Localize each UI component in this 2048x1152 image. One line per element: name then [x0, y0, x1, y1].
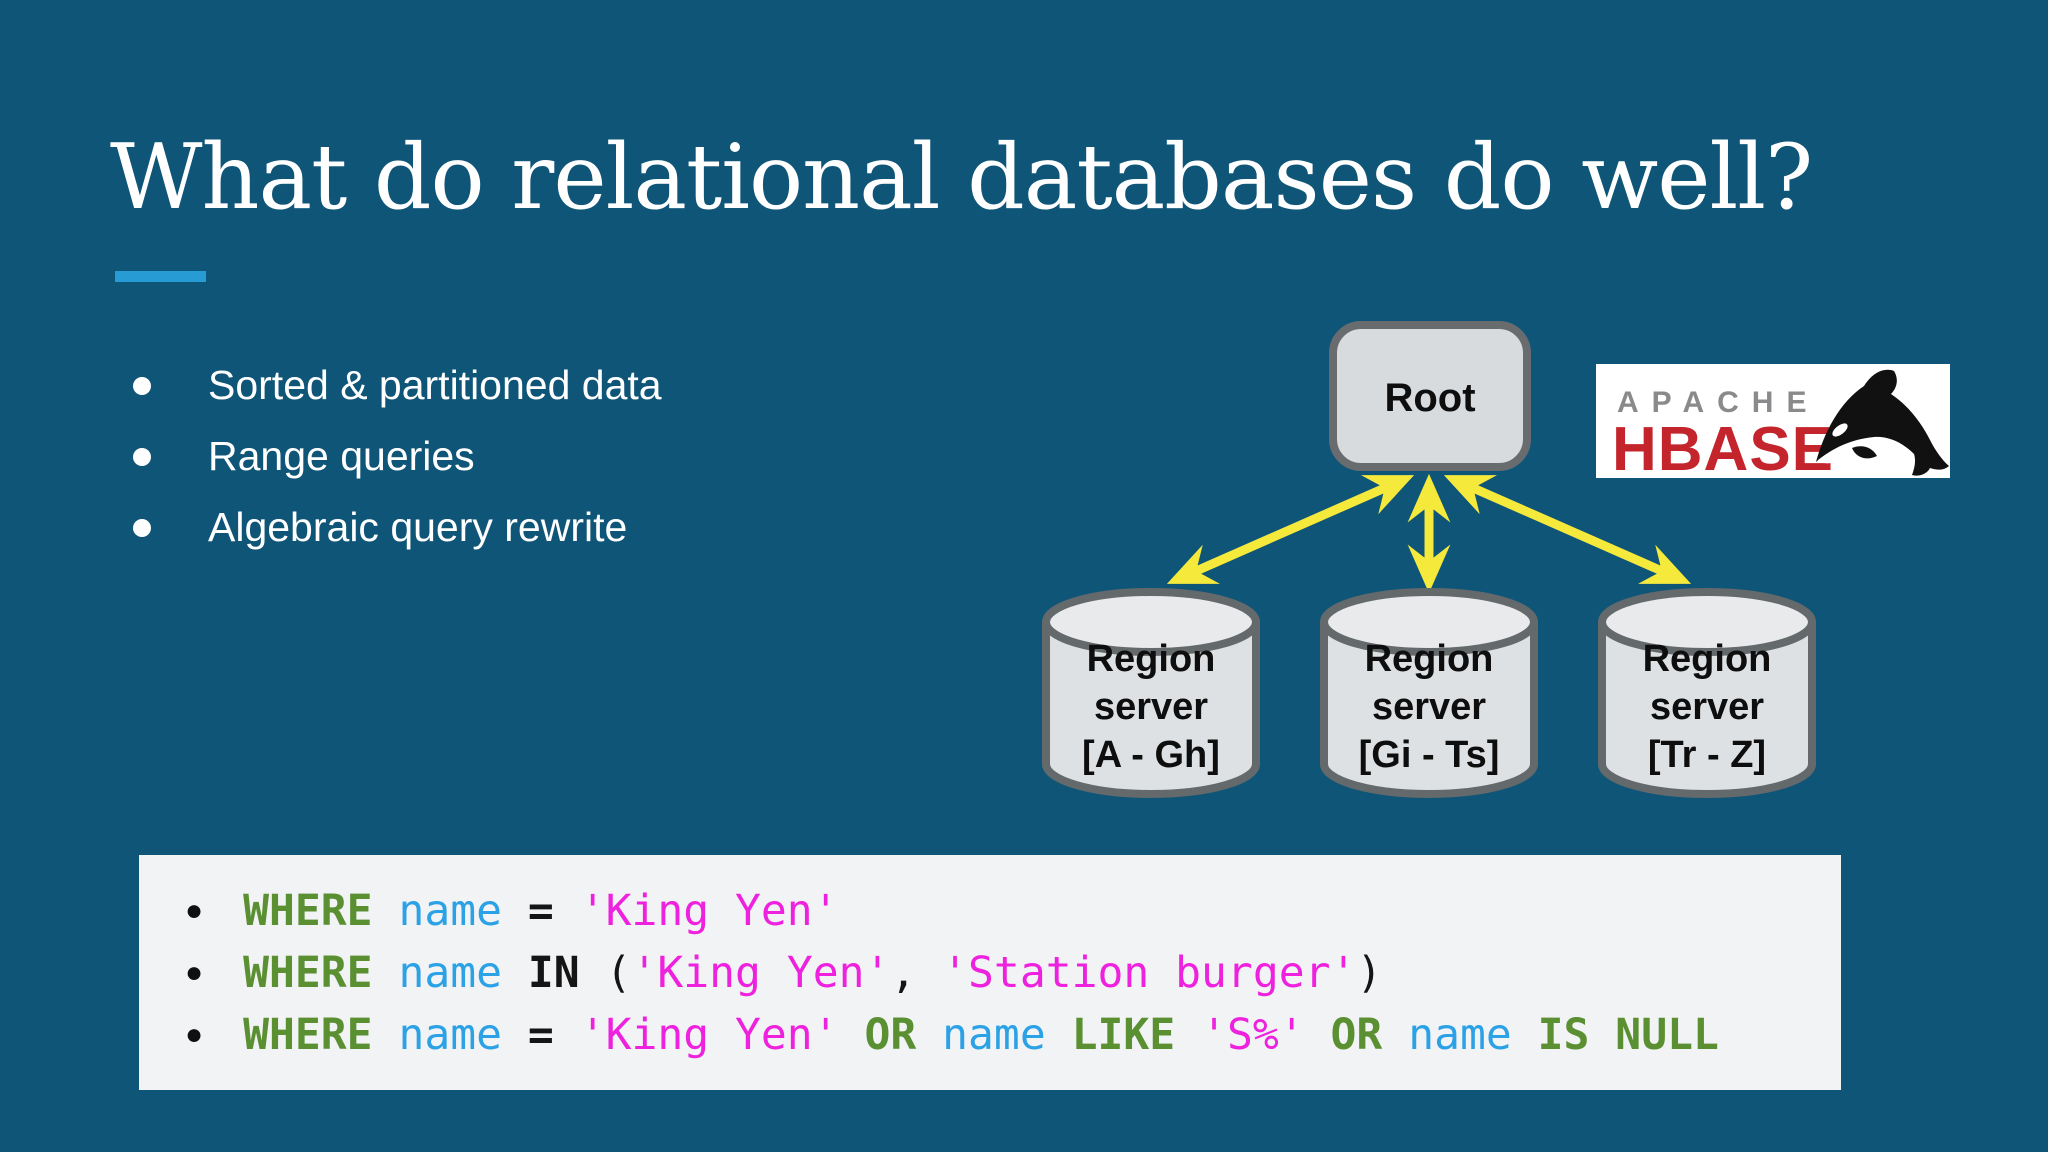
code-token: OR: [838, 1010, 943, 1060]
code-token: WHERE: [243, 1010, 399, 1060]
code-bullet-icon: ●: [185, 956, 204, 989]
code-token: 'King Yen': [631, 948, 891, 998]
code-line-tokens: WHERE name IN ('King Yen', 'Station burg…: [243, 948, 1382, 998]
bullet-text: Sorted & partitioned data: [208, 362, 662, 408]
orca-icon: [1816, 369, 1949, 476]
region-server-node: Region server [Gi - Ts]: [1320, 588, 1538, 798]
code-token: (: [579, 948, 632, 998]
code-line: ● WHERE name = 'King Yen' OR name LIKE '…: [185, 1004, 1841, 1066]
code-bullet-icon: ●: [185, 894, 204, 927]
bullet-dot-icon: [133, 376, 151, 395]
server-label-line: [Gi - Ts]: [1359, 734, 1500, 776]
code-token: 'S%': [1201, 1010, 1305, 1060]
server-label-line: server: [1650, 686, 1764, 728]
code-token: 'Station burger': [942, 948, 1357, 998]
bullet-dot-icon: [133, 447, 151, 466]
server-label-line: [A - Gh]: [1082, 734, 1220, 776]
code-token: OR: [1304, 1010, 1409, 1060]
sql-code-block: ● WHERE name = 'King Yen' ● WHERE name I…: [139, 855, 1841, 1090]
apache-logo-text: APACHE: [1617, 386, 1819, 419]
code-token: IS NULL: [1511, 1010, 1719, 1060]
code-token: name: [942, 1010, 1046, 1060]
code-token: =: [527, 1010, 580, 1060]
code-line: ● WHERE name = 'King Yen': [185, 880, 1841, 942]
bullet-dot-icon: [133, 518, 151, 537]
code-token: name: [398, 1010, 528, 1060]
code-token: 'King Yen': [579, 886, 839, 936]
list-item: Range queries: [133, 421, 662, 492]
code-token: IN: [527, 948, 580, 998]
bullet-text: Algebraic query rewrite: [208, 504, 628, 550]
region-server-node: Region server [Tr - Z]: [1598, 588, 1816, 798]
hbase-logo-text: HBASE: [1612, 415, 1834, 484]
code-token: LIKE: [1045, 1010, 1202, 1060]
arrow-group: [1166, 473, 1692, 594]
code-line: ● WHERE name IN ('King Yen', 'Station bu…: [185, 942, 1841, 1004]
server-label-line: Region: [1087, 638, 1216, 680]
server-label-line: [Tr - Z]: [1648, 734, 1766, 776]
code-token: ,: [890, 948, 943, 998]
feature-bullet-list: Sorted & partitioned data Range queries …: [133, 350, 662, 563]
title-accent-bar: [115, 271, 206, 282]
arrow-root-right-server: [1443, 475, 1692, 584]
code-token: name: [398, 948, 528, 998]
code-line-tokens: WHERE name = 'King Yen': [243, 886, 838, 936]
code-bullet-icon: ●: [185, 1018, 204, 1051]
bullet-text: Range queries: [208, 433, 475, 479]
server-label-line: server: [1094, 686, 1208, 728]
server-label-line: Region: [1365, 638, 1494, 680]
code-token: 'King Yen': [579, 1010, 839, 1060]
page-title: What do relational databases do well?: [110, 125, 1813, 230]
code-token: name: [398, 886, 528, 936]
code-token: WHERE: [243, 948, 399, 998]
code-token: name: [1408, 1010, 1512, 1060]
code-token: =: [527, 886, 580, 936]
server-label-line: server: [1372, 686, 1486, 728]
list-item: Sorted & partitioned data: [133, 350, 662, 421]
server-label-line: Region: [1643, 638, 1772, 680]
code-line-tokens: WHERE name = 'King Yen' OR name LIKE 'S%…: [243, 1010, 1719, 1060]
code-token: WHERE: [243, 886, 399, 936]
apache-hbase-logo: APACHE HBASE: [1596, 364, 1950, 484]
root-node-label: Root: [1384, 376, 1475, 420]
code-token: ): [1356, 948, 1383, 998]
root-node: Root: [1329, 321, 1531, 471]
list-item: Algebraic query rewrite: [133, 492, 662, 563]
region-server-node: Region server [A - Gh]: [1042, 588, 1260, 798]
hbase-architecture-diagram: Root Region server [A - Gh] Region serve…: [1042, 321, 1950, 798]
arrow-root-left-server: [1166, 475, 1415, 584]
